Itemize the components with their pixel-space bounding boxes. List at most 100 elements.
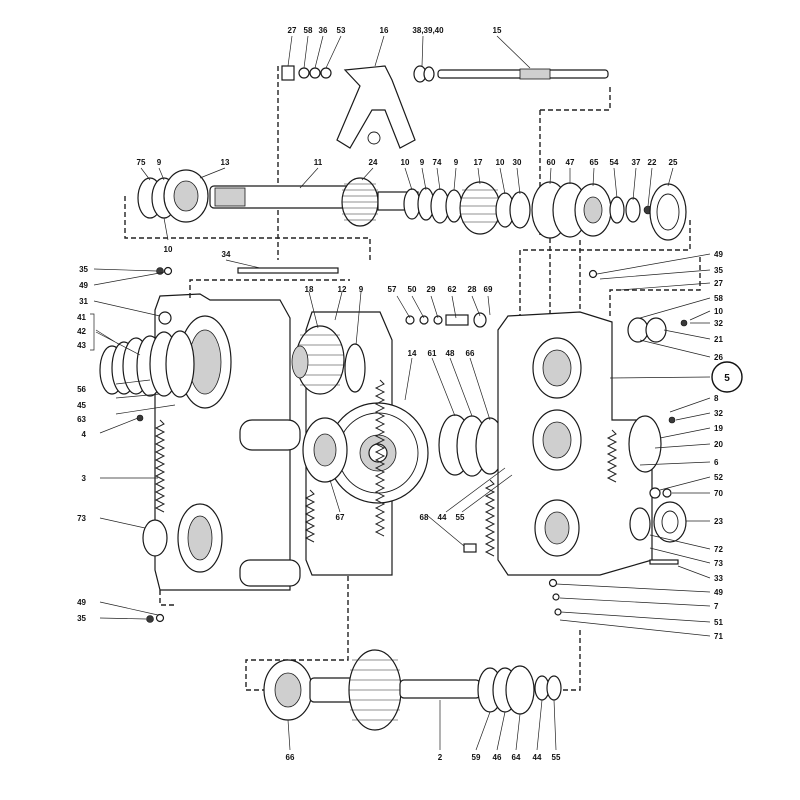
gear-21 — [645, 317, 667, 343]
label-22: 22 — [648, 158, 657, 167]
label-35-bottom: 35 — [77, 614, 86, 623]
label-6: 6 — [714, 458, 719, 467]
label-24: 24 — [369, 158, 378, 167]
label-49-top: 49 — [79, 281, 88, 290]
pin-68 — [463, 543, 477, 553]
washer-58 — [298, 67, 310, 79]
main-shaft-icon — [137, 169, 687, 241]
label-27-right: 27 — [714, 279, 723, 288]
label-49-lower-right: 49 — [714, 588, 723, 597]
label-72: 72 — [714, 545, 723, 554]
label-63: 63 — [77, 415, 86, 424]
label-66-center: 66 — [466, 349, 475, 358]
label-49-right: 49 — [714, 250, 723, 259]
washer-9-center — [344, 343, 366, 393]
part-number-labels: 27 58 36 53 16 38,39,40 15 75 9 13 11 24… — [77, 26, 730, 762]
label-25: 25 — [669, 158, 678, 167]
label-44-bottom: 44 — [533, 753, 542, 762]
label-44-center: 44 — [438, 513, 447, 522]
label-62: 62 — [448, 285, 457, 294]
label-73-right: 73 — [714, 559, 723, 568]
washer-49-lower — [548, 578, 558, 588]
label-33: 33 — [714, 574, 723, 583]
cover-25 — [649, 183, 687, 241]
label-68: 68 — [420, 513, 429, 522]
label-70: 70 — [714, 489, 723, 498]
label-10-right: 10 — [714, 307, 723, 316]
label-3: 3 — [82, 474, 87, 483]
label-9-a: 9 — [157, 158, 162, 167]
washer-49-right — [588, 269, 598, 279]
label-28: 28 — [468, 285, 477, 294]
label-26: 26 — [714, 353, 723, 362]
washer-50 — [419, 315, 429, 325]
label-49-bottom: 49 — [77, 598, 86, 607]
label-55-bottom: 55 — [552, 753, 561, 762]
ring-64 — [505, 665, 535, 715]
label-64: 64 — [512, 753, 521, 762]
label-13: 13 — [221, 158, 230, 167]
label-11: 11 — [314, 158, 323, 167]
nut-52 — [649, 487, 661, 499]
sleeve-27 — [281, 65, 295, 81]
label-31: 31 — [79, 297, 88, 306]
label-58-right: 58 — [714, 294, 723, 303]
label-35-top: 35 — [79, 265, 88, 274]
label-9-center: 9 — [359, 285, 364, 294]
label-48: 48 — [446, 349, 455, 358]
shift-fork-16 — [336, 65, 416, 149]
label-18: 18 — [305, 285, 314, 294]
label-10-a: 10 — [401, 158, 410, 167]
label-30: 30 — [513, 158, 522, 167]
plug-31 — [158, 311, 172, 325]
nut-37 — [625, 197, 641, 223]
label-21: 21 — [714, 335, 723, 344]
cover-19 — [628, 415, 662, 473]
spring-62 — [445, 314, 469, 326]
ring-54 — [609, 196, 625, 224]
label-8: 8 — [714, 394, 719, 403]
plug-28 — [473, 312, 487, 328]
label-14: 14 — [408, 349, 417, 358]
label-27-top: 27 — [288, 26, 297, 35]
label-59: 59 — [472, 753, 481, 762]
label-4: 4 — [82, 430, 87, 439]
nut-36 — [309, 67, 321, 79]
callout-circle-5 — [711, 361, 743, 393]
washer-49-top — [163, 266, 173, 276]
label-23: 23 — [714, 517, 723, 526]
bolt-32-mid — [668, 416, 676, 424]
seal-23 — [653, 501, 687, 543]
label-66-bottom: 66 — [286, 753, 295, 762]
bushing-58-right — [627, 317, 649, 343]
right-housing-icon — [497, 269, 688, 616]
label-46: 46 — [493, 753, 502, 762]
label-36-top: 36 — [319, 26, 328, 35]
label-38-39-40: 38,39,40 — [412, 26, 444, 35]
left-housing-icon — [136, 266, 301, 623]
label-19: 19 — [714, 424, 723, 433]
label-32-top: 32 — [714, 319, 723, 328]
label-10-b: 10 — [496, 158, 505, 167]
label-60: 60 — [547, 158, 556, 167]
ring-55-bottom — [546, 675, 562, 701]
label-9-b: 9 — [420, 158, 425, 167]
rod-34 — [237, 267, 339, 274]
label-73-left: 73 — [77, 514, 86, 523]
label-20: 20 — [714, 440, 723, 449]
label-9-c: 9 — [454, 158, 459, 167]
label-52: 52 — [714, 473, 723, 482]
label-42: 42 — [77, 327, 86, 336]
label-34: 34 — [222, 250, 231, 259]
seal-73-left — [142, 519, 168, 557]
label-50: 50 — [408, 285, 417, 294]
label-54: 54 — [610, 158, 619, 167]
label-47: 47 — [566, 158, 575, 167]
label-41: 41 — [77, 313, 86, 322]
label-67: 67 — [336, 513, 345, 522]
plug-7 — [552, 593, 560, 601]
label-2: 2 — [438, 753, 443, 762]
output-shaft-icon — [263, 649, 562, 731]
label-58-top: 58 — [304, 26, 313, 35]
